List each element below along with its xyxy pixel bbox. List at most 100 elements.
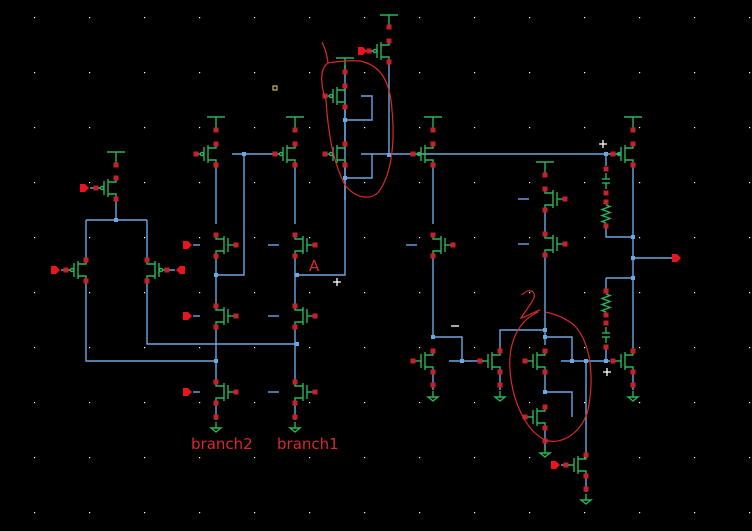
nmos-transistor-icon bbox=[213, 303, 239, 330]
pin bbox=[603, 199, 609, 205]
grid-dot bbox=[254, 17, 256, 19]
pin bbox=[342, 162, 348, 168]
grid-dot bbox=[364, 72, 366, 74]
grid-dot bbox=[639, 292, 641, 294]
ground-icon bbox=[579, 494, 593, 505]
pin bbox=[430, 253, 436, 259]
pin bbox=[603, 312, 609, 318]
pin bbox=[630, 127, 636, 133]
pin-port-icon[interactable] bbox=[176, 266, 185, 274]
grid-dot bbox=[309, 402, 311, 404]
pin-port-icon[interactable] bbox=[51, 266, 60, 274]
resistor-icon bbox=[600, 288, 612, 318]
wire[interactable] bbox=[85, 281, 216, 362]
nmos-transistor-icon bbox=[213, 232, 239, 259]
pin bbox=[610, 358, 616, 364]
pin bbox=[562, 196, 568, 202]
wire[interactable] bbox=[146, 281, 297, 345]
grid-dot bbox=[694, 347, 696, 349]
pin bbox=[312, 389, 318, 395]
pin-port-icon[interactable] bbox=[183, 388, 192, 396]
pin bbox=[430, 232, 436, 238]
wire[interactable] bbox=[545, 336, 573, 361]
ground-icon bbox=[209, 422, 223, 433]
pmos-transistor-icon bbox=[272, 141, 298, 168]
grid-dot bbox=[639, 72, 641, 74]
grid-dot bbox=[89, 292, 91, 294]
grid-dot bbox=[199, 457, 201, 459]
pin-port-icon[interactable] bbox=[551, 461, 560, 469]
grid-dot bbox=[529, 17, 531, 19]
wire-junction bbox=[460, 359, 464, 363]
grid-dot bbox=[694, 17, 696, 19]
wire-junction bbox=[631, 276, 635, 280]
net-label-a: A bbox=[309, 257, 320, 275]
grid-dot bbox=[89, 72, 91, 74]
grid-dot bbox=[34, 182, 36, 184]
grid-dot bbox=[584, 182, 586, 184]
grid-dot bbox=[584, 72, 586, 74]
grid-dot bbox=[419, 402, 421, 404]
pin bbox=[542, 186, 548, 192]
pin bbox=[213, 253, 219, 259]
grid-dot bbox=[254, 72, 256, 74]
grid-dot bbox=[474, 512, 476, 514]
pin bbox=[83, 257, 89, 263]
pin bbox=[630, 348, 636, 354]
pin-port-icon[interactable] bbox=[358, 47, 367, 55]
pin-port-icon[interactable] bbox=[183, 312, 192, 320]
wire[interactable] bbox=[605, 226, 633, 238]
grid-dot bbox=[144, 292, 146, 294]
grid-dot bbox=[694, 127, 696, 129]
pin bbox=[563, 462, 569, 468]
wire[interactable] bbox=[433, 336, 463, 361]
grid-dot bbox=[639, 512, 641, 514]
pin bbox=[386, 24, 392, 30]
pin bbox=[292, 414, 298, 420]
grid-dot bbox=[364, 512, 366, 514]
selection-square-icon bbox=[272, 85, 278, 91]
nmos-transistor-icon bbox=[522, 404, 548, 431]
grid-dot bbox=[474, 457, 476, 459]
wire[interactable] bbox=[216, 154, 245, 276]
pin bbox=[233, 242, 239, 248]
pin bbox=[430, 382, 436, 388]
grid-dot bbox=[254, 347, 256, 349]
grid-dot bbox=[309, 127, 311, 129]
nmos-transistor-icon bbox=[542, 186, 568, 213]
grid-dot bbox=[694, 402, 696, 404]
grid-dot bbox=[89, 512, 91, 514]
pin-port-icon[interactable] bbox=[80, 184, 89, 192]
grid-dot bbox=[749, 402, 751, 404]
grid-dot bbox=[529, 402, 531, 404]
pin bbox=[292, 232, 298, 238]
grid-dot bbox=[89, 182, 91, 184]
wire[interactable] bbox=[499, 329, 545, 350]
pin-port-icon[interactable] bbox=[672, 254, 681, 262]
grid-dot bbox=[749, 347, 751, 349]
grid-dot bbox=[34, 292, 36, 294]
wire[interactable] bbox=[545, 391, 573, 417]
grid-dot bbox=[639, 17, 641, 19]
grid-dot bbox=[639, 182, 641, 184]
grid-dot bbox=[199, 347, 201, 349]
pin bbox=[542, 404, 548, 410]
ground-icon bbox=[538, 447, 552, 458]
grid-dot bbox=[364, 237, 366, 239]
pin bbox=[213, 303, 219, 309]
pin bbox=[193, 151, 199, 157]
wire[interactable] bbox=[345, 95, 373, 121]
pin bbox=[583, 473, 589, 479]
grid-dot bbox=[584, 512, 586, 514]
pin bbox=[93, 185, 99, 191]
grid-dot bbox=[309, 72, 311, 74]
grid-dot bbox=[419, 347, 421, 349]
grid-dot bbox=[364, 17, 366, 19]
pin-port-icon[interactable] bbox=[183, 241, 192, 249]
nmos-transistor-icon bbox=[522, 348, 548, 375]
pin bbox=[542, 438, 548, 444]
grid-dot bbox=[144, 182, 146, 184]
wire[interactable] bbox=[345, 153, 373, 179]
